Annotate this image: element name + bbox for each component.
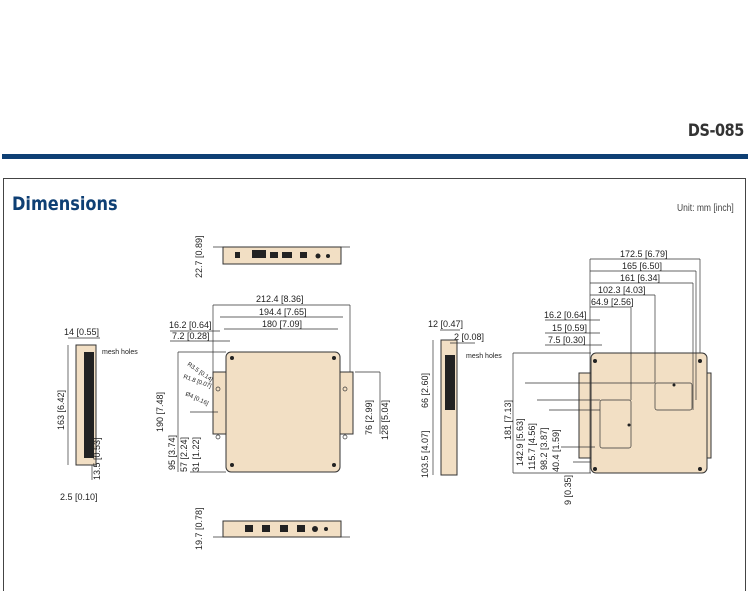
back-height-181: 181 [7.13] bbox=[503, 400, 513, 440]
front-width-7: 7.2 [0.28] bbox=[172, 331, 210, 341]
back-width-64: 64.9 [2.56] bbox=[591, 297, 634, 307]
bracket-height-76: 76 [2.99] bbox=[364, 400, 374, 435]
front-height-95: 95 [3.74] bbox=[167, 435, 177, 470]
right-height-103: 103.5 [4.07] bbox=[420, 430, 430, 478]
right-width-12: 12 [0.47] bbox=[428, 319, 463, 329]
document-id: DS-085 bbox=[687, 121, 744, 141]
back-height-115: 115.7 [4.56] bbox=[527, 423, 537, 470]
front-height-31: 31 [1.22] bbox=[191, 437, 201, 472]
back-height-40: 40.4 [1.59] bbox=[551, 429, 561, 472]
top-view: 22.7 [0.89] bbox=[194, 235, 350, 278]
front-view: 212.4 [8.36] 194.4 [7.65] 180 [7.09] 16.… bbox=[155, 294, 390, 473]
back-width-172: 172.5 [6.79] bbox=[620, 249, 668, 259]
right-height-66: 66 [2.60] bbox=[420, 373, 430, 408]
top-height-dim: 22.7 [0.89] bbox=[194, 235, 204, 278]
bottom-height-dim: 19.7 [0.78] bbox=[194, 507, 204, 550]
back-height-98: 98.2 [3.87] bbox=[539, 427, 549, 470]
front-height-190: 190 [7.48] bbox=[155, 392, 165, 432]
front-diameter-4: Ø4 [0.16] bbox=[184, 391, 209, 407]
right-width-2: 2 [0.08] bbox=[454, 332, 484, 342]
dimensions-panel bbox=[3, 178, 746, 591]
right-side-view: 12 [0.47] 2 [0.08] mesh holes 66 [2.60] … bbox=[420, 319, 502, 478]
front-width-180: 180 [7.09] bbox=[262, 319, 302, 329]
front-width-16: 16.2 [0.64] bbox=[169, 320, 212, 330]
back-height-9: 9 [0.35] bbox=[563, 475, 573, 505]
bottom-view: 19.7 [0.78] bbox=[194, 507, 350, 550]
header-rule bbox=[2, 154, 748, 159]
back-width-7: 7.5 [0.30] bbox=[548, 335, 586, 345]
front-height-57: 57 [2.24] bbox=[179, 437, 189, 472]
left-width-dim: 14 [0.55] bbox=[64, 327, 99, 337]
left-mesh-label: mesh holes bbox=[102, 349, 138, 356]
back-width-16: 16.2 [0.64] bbox=[544, 310, 587, 320]
back-width-161: 161 [6.34] bbox=[620, 273, 660, 283]
left-bottom-dim: 2.5 [0.10] bbox=[60, 492, 98, 502]
left-side-view: 14 [0.55] mesh holes 163 [6.42] 13.5 [0.… bbox=[56, 327, 138, 502]
front-width-212: 212.4 [8.36] bbox=[256, 294, 304, 304]
left-height-dim: 163 [6.42] bbox=[56, 390, 66, 430]
back-width-102: 102.3 [4.03] bbox=[598, 285, 646, 295]
left-offset-dim: 13.5 [0.53] bbox=[92, 437, 102, 480]
right-mesh-label: mesh holes bbox=[466, 353, 502, 360]
front-width-194: 194.4 [7.65] bbox=[259, 307, 307, 317]
section-title: Dimensions bbox=[12, 193, 118, 215]
back-height-142: 142.9 [5.63] bbox=[515, 418, 525, 466]
unit-label: Unit: mm [inch] bbox=[677, 203, 734, 214]
back-view: 172.5 [6.79] 165 [6.50] 161 [6.34] 102.3… bbox=[503, 249, 712, 505]
bracket-height-128: 128 [5.04] bbox=[380, 400, 390, 440]
back-width-165: 165 [6.50] bbox=[622, 261, 662, 271]
back-width-15: 15 [0.59] bbox=[552, 323, 587, 333]
